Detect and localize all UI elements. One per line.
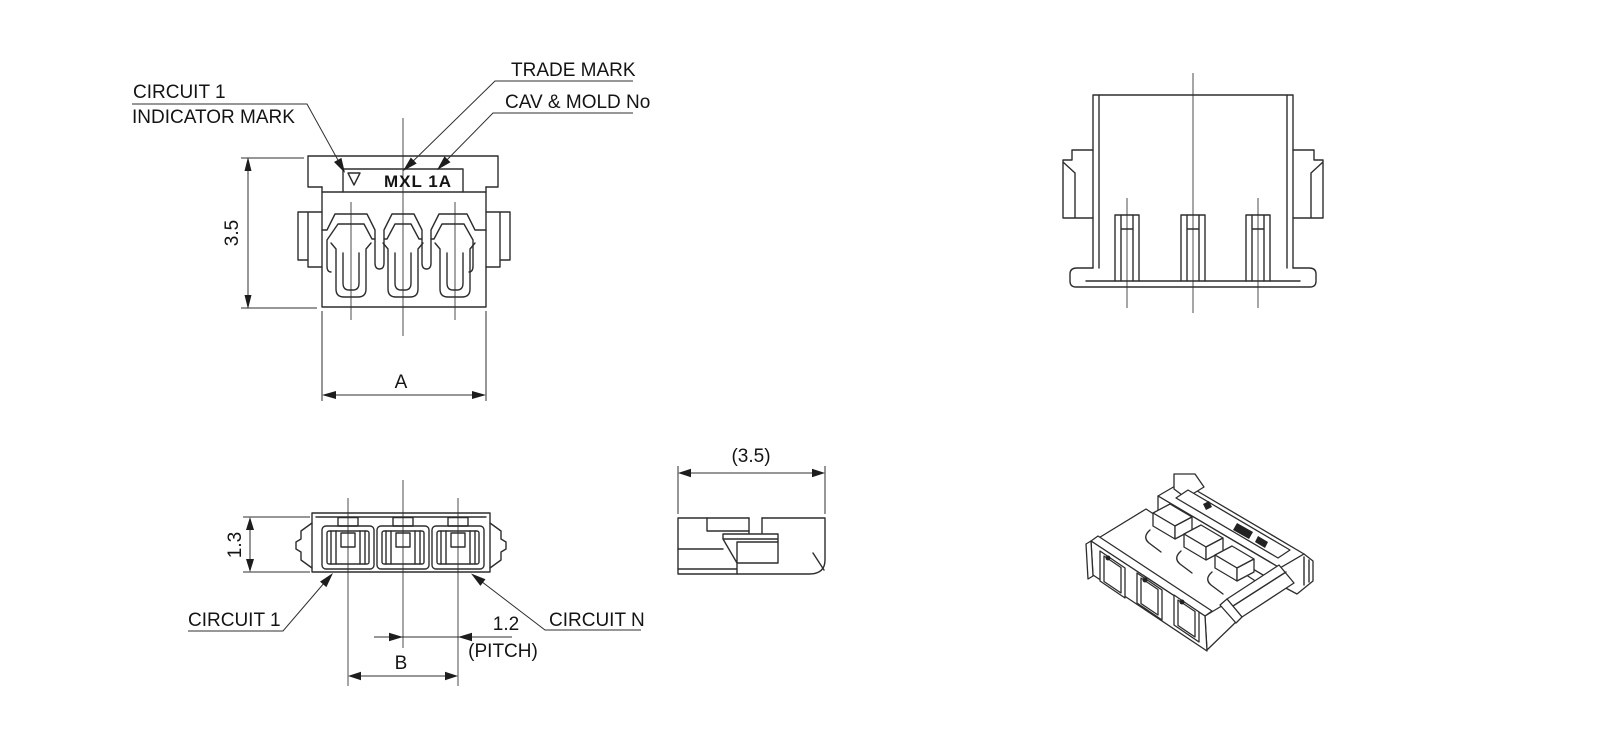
top-cavity-1 [321,516,375,570]
callout-circuit1-indicator: CIRCUIT 1 INDICATOR MARK [132,82,345,173]
callout-text: CIRCUIT 1 [133,82,226,103]
leader-arrowhead [437,156,451,170]
arrowhead [246,517,254,530]
iso-marking-text-blob2 [1255,536,1268,548]
callout-text: CAV & MOLD No [505,92,650,113]
iso-marking-dot [1203,501,1212,510]
top-end-left [295,522,313,569]
front-cavity-3 [434,242,476,298]
front-outer-wave [321,213,487,270]
arrowhead [389,632,403,642]
iso-cavity-3 [1173,594,1200,643]
side-view: (3.5) [677,446,826,575]
side-ledge [706,517,750,532]
arrowhead [246,559,254,572]
front-body-outline [321,186,487,308]
front-inner-wave [326,223,474,273]
arrowhead [322,391,336,399]
iso-rib-3 [1214,545,1255,582]
iso-right-end-lines [1303,556,1310,586]
leader-arrowhead [320,573,333,588]
dim-front-width-text: A [395,372,408,393]
rear-view [1062,73,1324,313]
marking-box [342,168,464,193]
callout-circuit-last: CIRCUIT N [471,573,645,631]
dim-side-width: (3.5) [677,446,826,514]
rear-wing-right [1292,149,1324,219]
iso-rib-2 [1183,524,1224,561]
top-end-right [489,522,507,569]
dim-side-width-text: (3.5) [731,446,770,467]
iso-left-end-cap [1085,540,1094,580]
side-top-notch [748,517,763,534]
callout-text: CIRCUIT N [549,610,645,631]
front-cavity-1 [330,242,372,298]
rear-centerlines [1126,73,1259,313]
arrowhead [472,391,486,399]
leader-arrowhead [471,573,486,586]
side-inner-lines [677,548,825,575]
dim-pitch-label: (PITCH) [468,641,538,662]
dim-top-height: 1.3 [225,516,310,573]
arrowhead [244,295,252,309]
leader-arrowhead [403,157,417,171]
arrowhead [812,468,825,478]
arrowhead [458,632,472,642]
rear-body-outline [1092,94,1294,269]
iso-channel-hooks [1145,529,1224,595]
callout-text: CIRCUIT 1 [188,610,281,631]
rear-pin-slot-1 [1114,214,1140,282]
marking-text: MXL 1A [384,172,452,191]
iso-latch [1219,564,1295,624]
front-centerlines [350,118,456,336]
dim-span-b: B [348,653,458,681]
arrowhead [348,671,361,681]
dim-pitch: 1.2 (PITCH) [374,614,538,662]
top-view: 1.3 CIRCUIT 1 CIRCUIT N 1.2 (PITCH) B [188,480,645,686]
rear-pin-slot-2 [1180,214,1206,282]
arrowhead [244,157,252,171]
front-flange-outline [307,155,499,193]
side-body-outline [677,517,826,575]
dim-front-height-text: 3.5 [222,220,243,246]
dim-top-height-text: 1.3 [225,532,246,558]
dim-front-height: 3.5 [222,157,317,309]
side-latch-detail [722,533,779,564]
isometric-view [1085,473,1314,652]
iso-marking-text-blob [1233,523,1253,539]
callout-text: INDICATOR MARK [132,107,295,128]
callout-circuit-first: CIRCUIT 1 [188,573,333,632]
arrowhead [445,671,458,681]
circuit1-indicator-triangle [347,172,361,186]
front-view: MXL 1A 3.5 A CIRCUIT 1 INDICATOR MARK [132,60,650,401]
callout-cav-mold: CAV & MOLD No [437,92,650,170]
front-side-tabs [297,211,511,268]
rear-pin-slot-3 [1245,214,1271,282]
arrowhead [678,468,691,478]
front-cavity-2 [382,242,424,298]
leader-arrowhead [334,157,345,173]
top-cavity-3 [431,516,485,570]
callout-text: TRADE MARK [511,60,636,81]
iso-cavity-1 [1099,550,1126,599]
iso-cavity-2 [1136,572,1163,621]
top-cavity-2 [376,516,430,570]
dim-front-width: A [321,311,487,401]
dim-span-b-text: B [395,653,408,674]
rear-wing-left [1062,149,1094,219]
dim-pitch-value: 1.2 [493,614,519,635]
callout-trademark: TRADE MARK [403,60,636,171]
